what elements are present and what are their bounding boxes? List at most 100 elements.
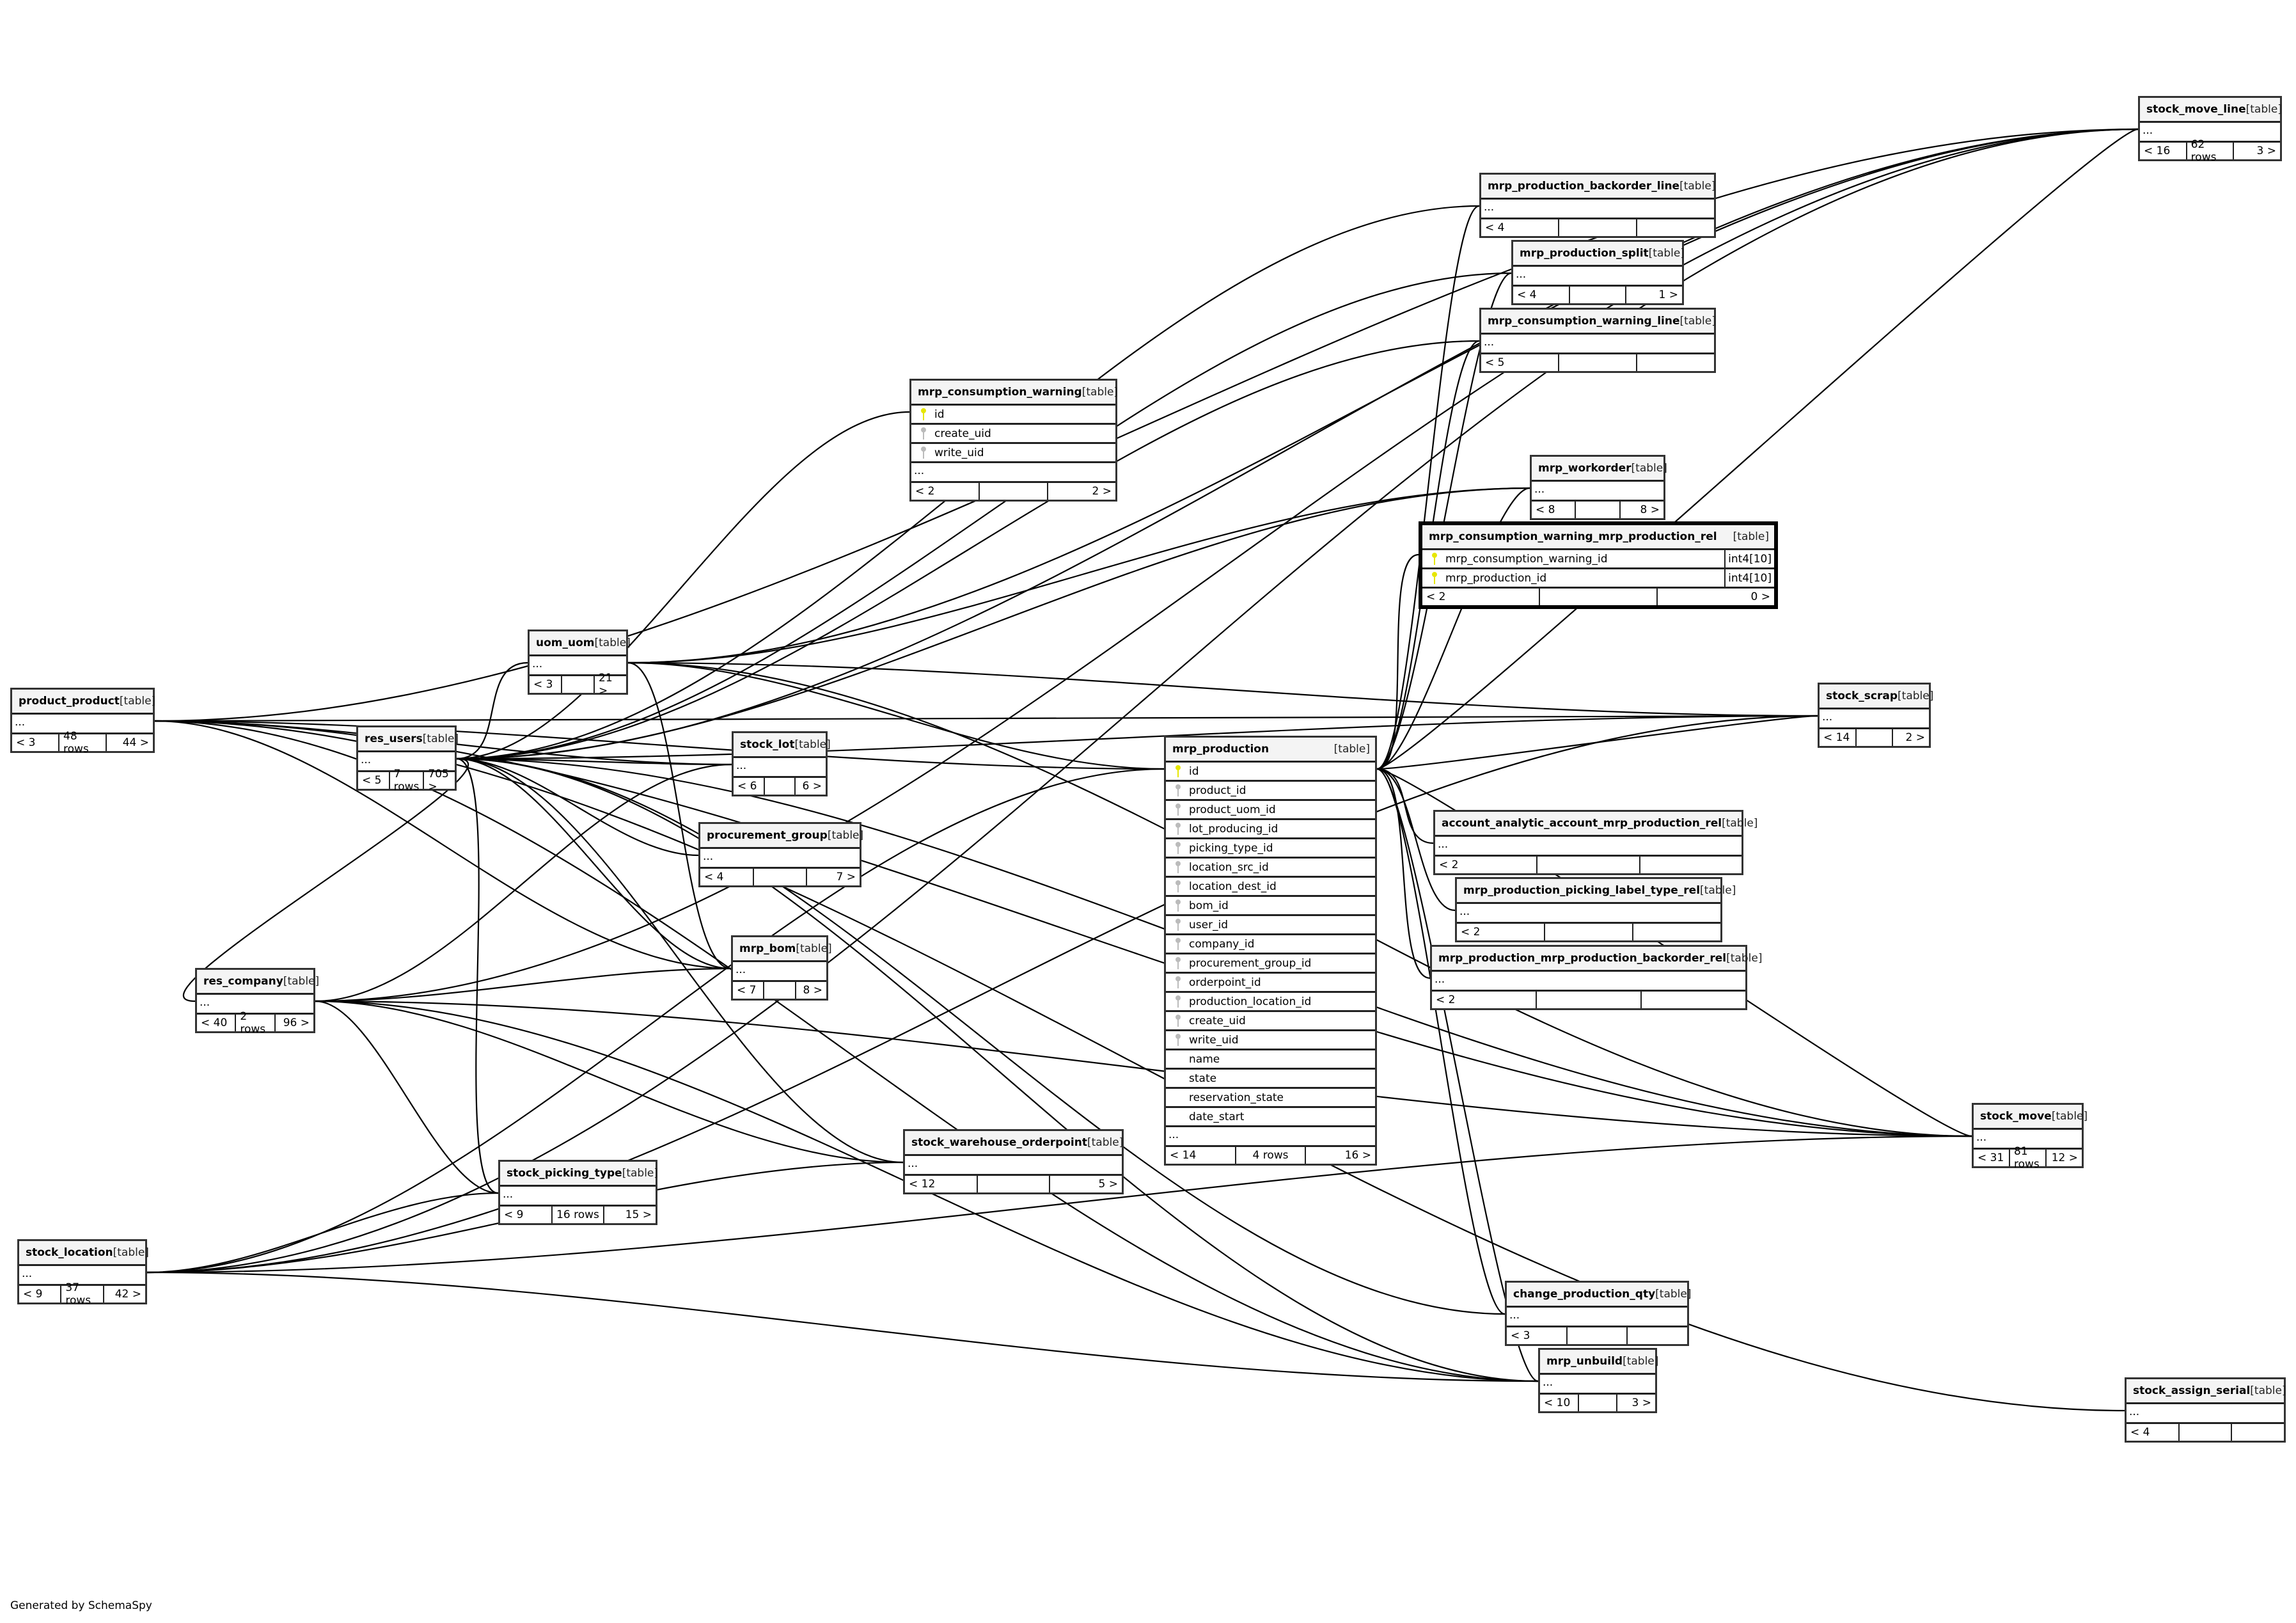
more-columns[interactable]: ... — [905, 1156, 1122, 1176]
children-link[interactable]: 705 > — [423, 768, 455, 793]
children-link[interactable] — [1636, 354, 1714, 371]
column-row[interactable]: location_dest_id — [1166, 878, 1375, 897]
children-link[interactable]: 42 > — [102, 1286, 145, 1302]
table-mrp-production-mrp-production-backorder-rel[interactable]: mrp_production_mrp_production_backorder_… — [1430, 945, 1762, 1010]
parents-link[interactable]: < 14 — [1823, 731, 1850, 744]
children-link[interactable]: 96 > — [274, 1015, 313, 1031]
column-row[interactable]: picking_type_id — [1166, 839, 1375, 859]
parents-link[interactable]: < 4 — [704, 871, 724, 883]
parents-link[interactable]: < 2 — [1439, 859, 1459, 871]
parents-link[interactable]: < 16 — [2144, 145, 2171, 157]
table-name[interactable]: uom_uom — [536, 637, 595, 649]
children-link[interactable]: 0 > — [1656, 589, 1774, 605]
children-link[interactable]: 2 > — [1047, 483, 1115, 500]
table-name[interactable]: mrp_unbuild — [1546, 1355, 1623, 1368]
children-link[interactable]: 8 > — [794, 982, 826, 999]
children-link[interactable] — [1632, 924, 1720, 940]
table-name[interactable]: mrp_production_mrp_production_backorder_… — [1438, 952, 1727, 965]
parents-link[interactable]: < 9 — [23, 1288, 43, 1301]
parents-link[interactable]: < 6 — [737, 780, 757, 793]
parents-link[interactable]: < 14 — [1170, 1149, 1197, 1162]
table-account-analytic-account-mrp-production-rel[interactable]: account_analytic_account_mrp_production_… — [1433, 810, 1757, 875]
column-row[interactable]: company_id — [1166, 935, 1375, 954]
children-link[interactable]: 44 > — [106, 734, 153, 751]
parents-link[interactable]: < 10 — [1544, 1397, 1571, 1409]
table-mrp-production-picking-label-type-rel[interactable]: mrp_production_picking_label_type_rel[ta… — [1455, 877, 1736, 942]
parents-link[interactable]: < 2 — [1436, 994, 1456, 1006]
parents-link[interactable]: < 12 — [909, 1178, 936, 1191]
parents-link[interactable]: < 3 — [533, 678, 553, 691]
table-name[interactable]: mrp_consumption_warning — [918, 386, 1082, 399]
more-columns[interactable]: ... — [2127, 1404, 2284, 1424]
parents-link[interactable]: < 2 — [915, 485, 935, 498]
more-columns[interactable]: ... — [530, 656, 626, 676]
parents-link[interactable]: < 31 — [1978, 1152, 2004, 1164]
column-row[interactable]: name — [1166, 1050, 1375, 1070]
table-stock-assign-serial[interactable]: stock_assign_serial[table]...< 4 — [2125, 1377, 2286, 1443]
children-link[interactable]: 3 > — [1616, 1395, 1655, 1411]
more-columns[interactable]: ... — [1166, 1127, 1375, 1147]
table-name[interactable]: mrp_consumption_warning_mrp_production_r… — [1429, 530, 1717, 543]
more-columns[interactable]: ... — [1481, 335, 1714, 354]
table-name[interactable]: account_analytic_account_mrp_production_… — [1442, 817, 1722, 830]
column-row[interactable]: bom_id — [1166, 897, 1375, 916]
parents-link[interactable]: < 3 — [1511, 1329, 1530, 1342]
column-row[interactable]: state — [1166, 1070, 1375, 1089]
table-mrp-consumption-warning-mrp-production-rel[interactable]: mrp_consumption_warning_mrp_production_r… — [1419, 521, 1778, 609]
column-row[interactable]: write_uid — [911, 444, 1115, 463]
more-columns[interactable]: ... — [2140, 123, 2280, 143]
more-columns[interactable]: ... — [197, 995, 313, 1015]
more-columns[interactable]: ... — [1820, 709, 1929, 729]
table-name[interactable]: mrp_production — [1172, 743, 1270, 756]
more-columns[interactable]: ... — [500, 1187, 656, 1207]
column-row[interactable]: product_uom_id — [1166, 801, 1375, 820]
children-link[interactable]: 16 > — [1305, 1147, 1375, 1164]
table-mrp-production-backorder-line[interactable]: mrp_production_backorder_line[table]...<… — [1479, 173, 1716, 238]
children-link[interactable]: 7 > — [806, 869, 860, 885]
more-columns[interactable]: ... — [1432, 972, 1745, 992]
table-name[interactable]: res_company — [203, 975, 283, 988]
table-name[interactable]: change_production_qty — [1513, 1288, 1656, 1301]
table-name[interactable]: mrp_production_backorder_line — [1488, 180, 1680, 193]
children-link[interactable]: 3 > — [2233, 143, 2280, 159]
parents-link[interactable]: < 4 — [2130, 1426, 2150, 1439]
table-name[interactable]: stock_location — [26, 1246, 113, 1259]
more-columns[interactable]: ... — [733, 962, 826, 982]
column-row[interactable]: production_location_id — [1166, 993, 1375, 1012]
more-columns[interactable]: ... — [1974, 1130, 2082, 1150]
table-name[interactable]: stock_assign_serial — [2133, 1384, 2251, 1397]
more-columns[interactable]: ... — [358, 752, 455, 772]
table-name[interactable]: mrp_production_picking_label_type_rel — [1463, 884, 1701, 897]
table-name[interactable]: mrp_production_split — [1520, 247, 1649, 260]
parents-link[interactable]: < 5 — [1485, 356, 1505, 369]
column-row[interactable]: write_uid — [1166, 1031, 1375, 1050]
table-name[interactable]: res_users — [365, 732, 423, 745]
table-name[interactable]: stock_move_line — [2146, 103, 2246, 116]
table-name[interactable]: procurement_group — [707, 829, 828, 842]
table-name[interactable]: stock_picking_type — [507, 1167, 622, 1180]
children-link[interactable] — [1640, 992, 1745, 1008]
parents-link[interactable]: < 7 — [737, 984, 757, 997]
column-row[interactable]: orderpoint_id — [1166, 974, 1375, 993]
table-name[interactable]: stock_move — [1980, 1110, 2052, 1123]
table-name[interactable]: mrp_consumption_warning_line — [1488, 315, 1680, 328]
parents-link[interactable]: < 40 — [201, 1017, 228, 1029]
column-row[interactable]: procurement_group_id — [1166, 954, 1375, 974]
more-columns[interactable]: ... — [1540, 1375, 1655, 1395]
column-row[interactable]: create_uid — [911, 425, 1115, 444]
column-row[interactable]: reservation_state — [1166, 1089, 1375, 1108]
parents-link[interactable]: < 3 — [16, 736, 36, 749]
children-link[interactable]: 21 > — [594, 672, 626, 697]
